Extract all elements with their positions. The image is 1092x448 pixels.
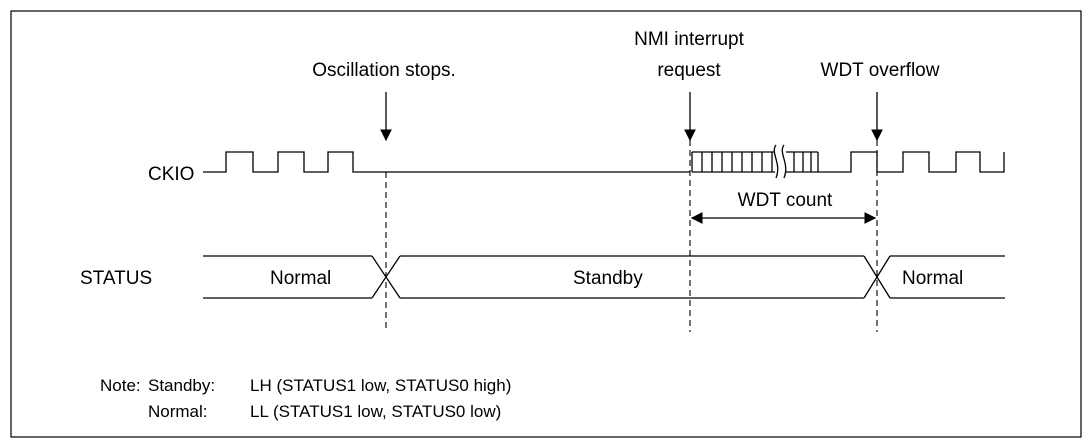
ckio-clock-after-overflow (818, 151, 1005, 173)
status-normal-after-label: Normal (902, 268, 963, 289)
oscillation-stops-label: Oscillation stops. (312, 60, 456, 81)
ckio-signal-label: CKIO (148, 164, 194, 185)
nmi-interrupt-label-line2: request (657, 60, 721, 81)
note-standby-key: Standby: (148, 376, 215, 395)
note-prefix: Note: (100, 376, 141, 395)
ckio-stabilization-pulses (691, 144, 819, 179)
nmi-interrupt-label-line1: NMI interrupt (634, 29, 745, 50)
note-standby-value: LH (STATUS1 low, STATUS0 high) (250, 376, 511, 395)
status-standby-label: Standby (573, 268, 643, 289)
note-normal-value: LL (STATUS1 low, STATUS0 low) (250, 402, 501, 421)
ckio-clock-before-stop (203, 151, 386, 173)
wdt-count-label: WDT count (738, 190, 833, 211)
status-bus (203, 255, 1005, 299)
note-normal-key: Normal: (148, 402, 208, 421)
status-signal-label: STATUS (80, 268, 152, 289)
wdt-overflow-label: WDT overflow (821, 60, 940, 81)
diagram-frame (10, 10, 1082, 438)
status-normal-before-label: Normal (270, 268, 331, 289)
